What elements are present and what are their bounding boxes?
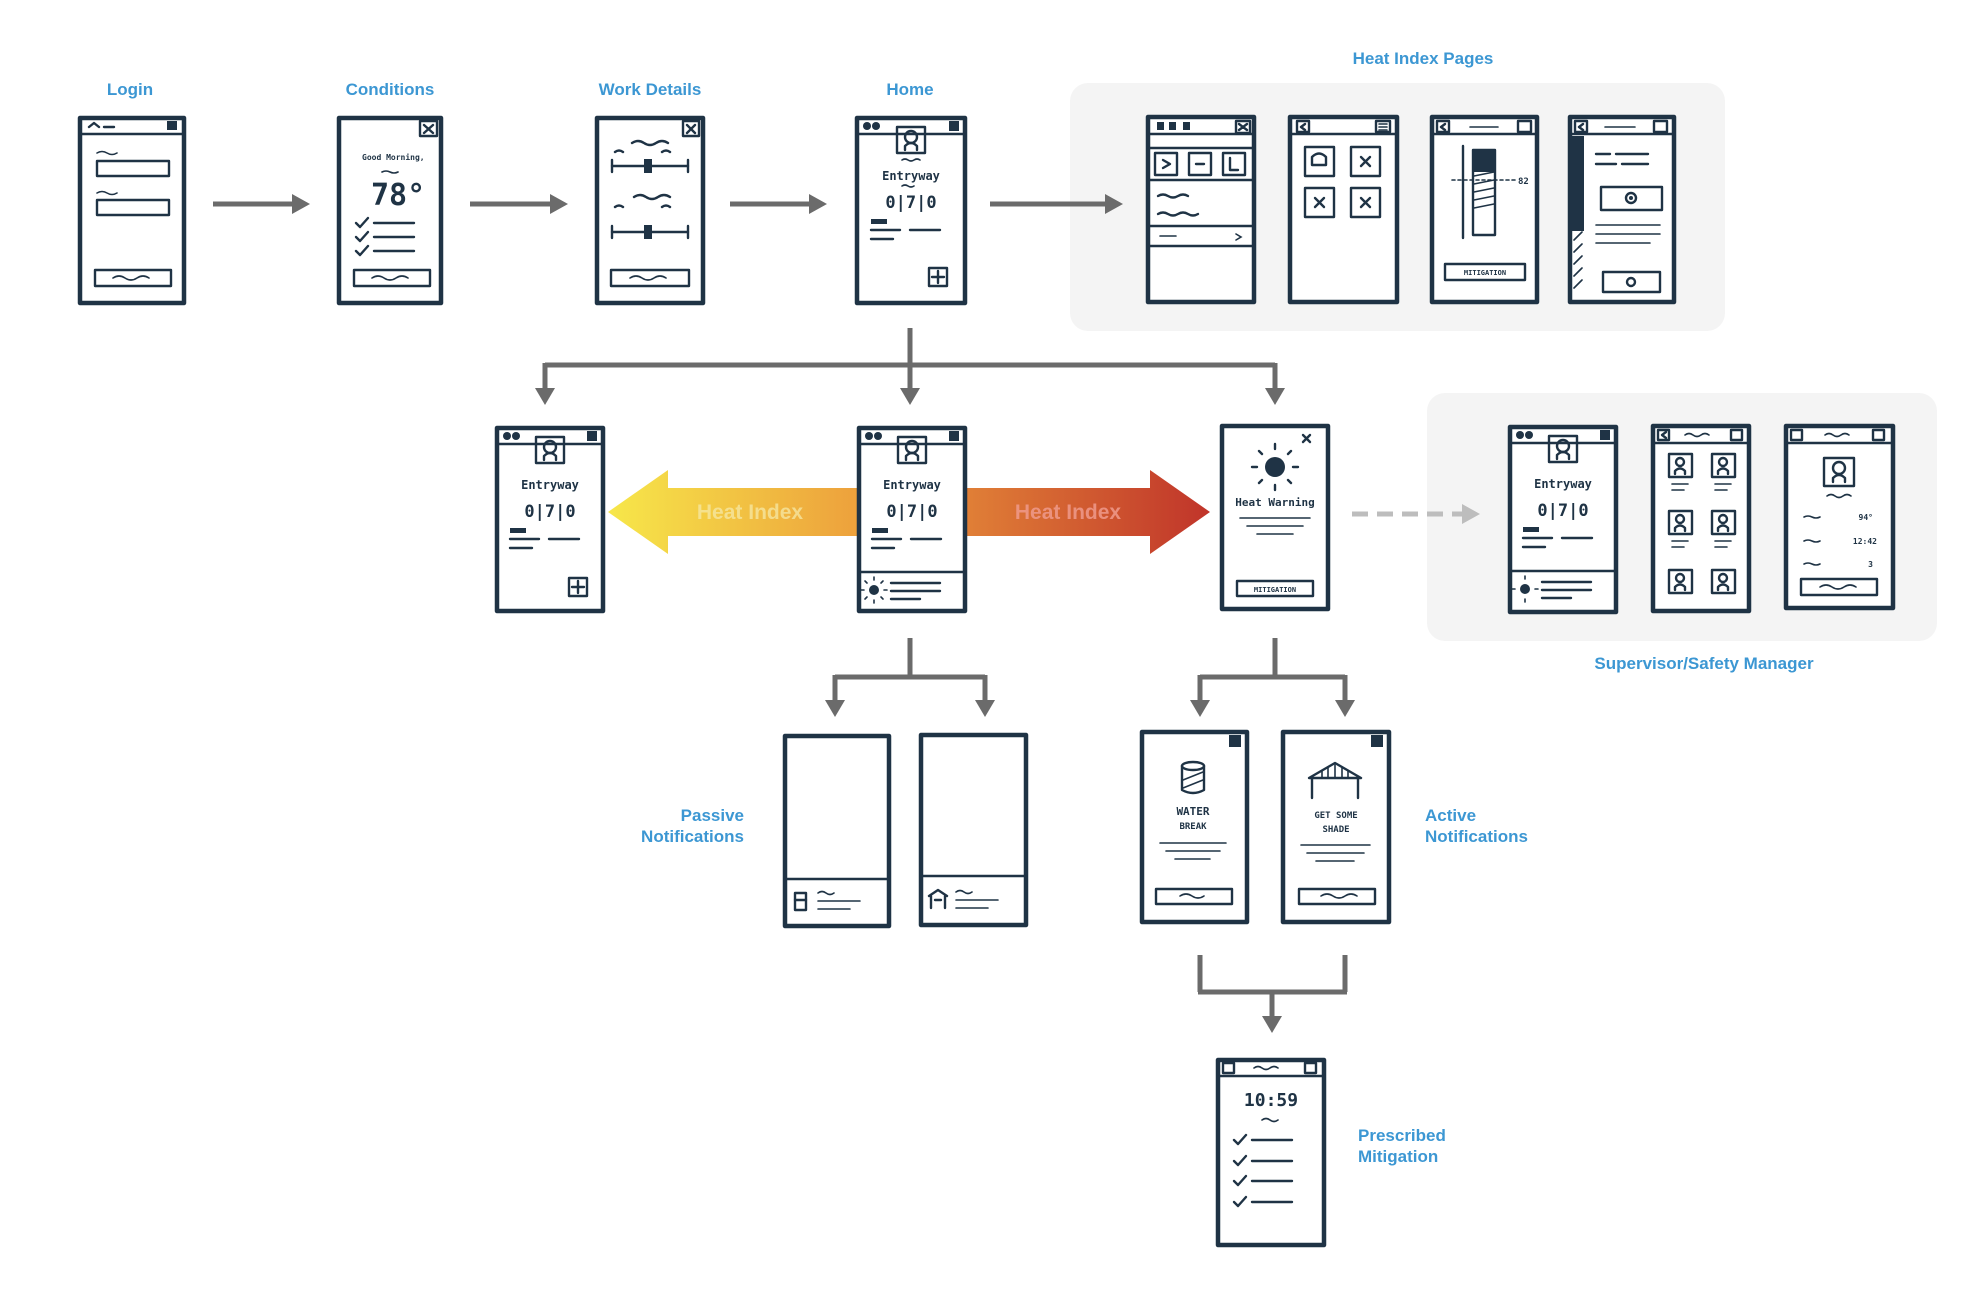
label-heat-index-pages: Heat Index Pages [1353,49,1494,68]
screen-passive-notification-shade [918,732,1029,928]
conditions-temperature: 78° [371,178,425,213]
label-active-line1: Active [1425,806,1476,825]
label-prescribed-line1: Prescribed [1358,1126,1446,1145]
heat-index-value: 82 [1518,177,1529,187]
screen-login [77,115,187,306]
sup1-location: Entryway [1534,477,1592,491]
flow-branch-active [1190,638,1355,717]
label-conditions: Conditions [346,80,435,99]
shade-shelter-icon [927,888,949,910]
shade-shelter-icon [1307,761,1363,800]
label-home: Home [886,80,933,99]
flow-branch-passive [825,638,995,717]
label-work-details: Work Details [599,80,702,99]
cool-home-location: Entryway [521,478,579,492]
shade-line2: SHADE [1322,825,1349,835]
screen-passive-notification-water [782,733,892,929]
label-login: Login [107,80,153,99]
water-break-line2: BREAK [1179,822,1207,832]
screen-home-warm: Entryway 0|7|0 [856,425,968,614]
water-glass-icon [1180,760,1206,795]
flow-arrow-dashed-supervisor [1352,504,1480,524]
label-supervisor: Supervisor/Safety Manager [1594,654,1814,673]
label-prescribed-line2: Mitigation [1358,1147,1438,1166]
screen-heat-warning: Heat Warning MITIGATION [1219,423,1331,612]
flow-arrow-conditions-workdetails [470,194,568,214]
screen-conditions: Good Morning, 78° [336,115,444,306]
sup3-temp: 94° [1859,513,1873,522]
heat-warning-title: Heat Warning [1235,496,1314,509]
warm-home-location: Entryway [883,478,941,492]
flow-arrow-workdetails-home [730,194,827,214]
sup3-time: 12:42 [1853,537,1877,546]
sup3-count: 3 [1868,560,1873,569]
screen-home-cool: Entryway 0|7|0 [494,425,606,614]
flow-arrow-home-heatpages [990,194,1123,214]
conditions-greeting: Good Morning, [362,152,425,162]
screen-supervisor-3: 94° 12:42 3 [1783,423,1896,611]
screen-supervisor-2 [1650,423,1752,614]
mitigation-timer: 10:59 [1244,1090,1298,1111]
screen-supervisor-1: Entryway 0|7|0 [1507,424,1619,615]
label-passive-line1: Passive [681,806,744,825]
heat-warning-mitigation-button: MITIGATION [1254,586,1296,594]
cool-home-dial: 0|7|0 [524,502,575,522]
flow-arrow-login-conditions [213,194,310,214]
home-dial: 0|7|0 [885,193,936,213]
warm-home-dial: 0|7|0 [886,502,937,522]
flow-merge-mitigation [1197,955,1348,1033]
label-active-line2: Notifications [1425,827,1528,846]
home-location: Entryway [882,169,940,183]
page3-mitigation-button: MITIGATION [1464,269,1506,277]
water-break-line1: WATER [1176,805,1209,818]
screen-active-notification-shade: GET SOME SHADE [1280,729,1392,925]
screen-work-details [594,115,706,306]
sun-icon [860,576,888,604]
flow-branch-home-states [535,328,1285,405]
screen-home: Entryway 0|7|0 [854,115,968,306]
screen-prescribed-mitigation: 10:59 [1215,1057,1327,1248]
label-passive-line2: Notifications [641,827,744,846]
sup1-dial: 0|7|0 [1537,501,1588,521]
shade-line1: GET SOME [1314,811,1357,821]
screen-active-notification-water: WATER BREAK [1139,729,1250,925]
screen-heat-index-page-1 [1145,114,1257,305]
screen-heat-index-page-2 [1287,114,1400,305]
heat-index-label-right: Heat Index [1015,501,1122,524]
screen-heat-index-page-3: 82 MITIGATION [1429,114,1540,305]
sun-icon [1250,442,1300,492]
screen-heat-index-page-4 [1567,114,1677,305]
water-glass-icon [793,891,808,912]
heat-index-label-left: Heat Index [697,501,804,524]
